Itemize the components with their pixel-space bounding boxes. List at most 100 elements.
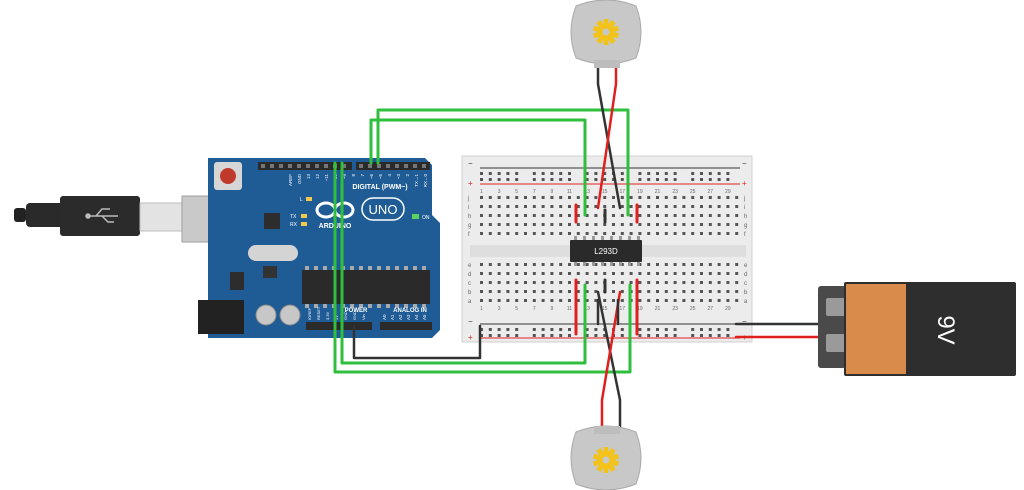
breadboard-hole[interactable] (656, 263, 659, 266)
breadboard-hole[interactable] (620, 223, 624, 226)
breadboard-hole[interactable] (550, 281, 554, 284)
breadboard-hole[interactable] (673, 281, 677, 284)
breadboard-hole[interactable] (612, 214, 615, 217)
breadboard-hole[interactable] (656, 172, 659, 175)
breadboard-hole[interactable] (488, 214, 492, 217)
breadboard-hole[interactable] (550, 299, 554, 302)
breadboard-hole[interactable] (673, 263, 677, 266)
breadboard-hole[interactable] (673, 214, 677, 217)
breadboard-hole[interactable] (656, 328, 659, 331)
breadboard-hole[interactable] (515, 272, 519, 275)
breadboard-hole[interactable] (594, 214, 598, 217)
breadboard-hole[interactable] (664, 272, 668, 275)
breadboard-hole[interactable] (559, 290, 563, 293)
breadboard-hole[interactable] (664, 205, 668, 208)
breadboard-hole[interactable] (682, 205, 686, 208)
breadboard-hole[interactable] (708, 263, 712, 266)
breadboard-hole[interactable] (559, 232, 563, 235)
breadboard-hole[interactable] (568, 290, 571, 293)
breadboard-hole[interactable] (497, 214, 501, 217)
header-hole[interactable] (368, 164, 372, 168)
breadboard-hole[interactable] (524, 232, 527, 235)
breadboard-hole[interactable] (638, 328, 642, 331)
breadboard-hole[interactable] (629, 223, 633, 226)
breadboard-hole[interactable] (691, 223, 695, 226)
breadboard-hole[interactable] (506, 299, 510, 302)
breadboard-hole[interactable] (717, 223, 721, 226)
breadboard-hole[interactable] (717, 232, 721, 235)
breadboard-hole[interactable] (726, 263, 730, 266)
breadboard-hole[interactable] (480, 272, 483, 275)
breadboard-hole[interactable] (506, 214, 510, 217)
breadboard-hole[interactable] (550, 223, 554, 226)
breadboard-hole[interactable] (532, 205, 536, 208)
breadboard-hole[interactable] (656, 178, 659, 181)
breadboard-hole[interactable] (629, 205, 633, 208)
breadboard-hole[interactable] (568, 263, 571, 266)
breadboard-hole[interactable] (708, 205, 712, 208)
breadboard-hole[interactable] (506, 263, 510, 266)
breadboard-hole[interactable] (515, 232, 519, 235)
breadboard-hole[interactable] (594, 178, 598, 181)
breadboard-hole[interactable] (726, 172, 730, 175)
breadboard-hole[interactable] (682, 223, 686, 226)
breadboard-hole[interactable] (620, 290, 624, 293)
breadboard-hole[interactable] (559, 178, 563, 181)
breadboard-hole[interactable] (603, 272, 607, 275)
breadboard-hole[interactable] (612, 290, 615, 293)
breadboard-hole[interactable] (550, 232, 554, 235)
breadboard-hole[interactable] (576, 223, 580, 226)
breadboard-hole[interactable] (515, 299, 519, 302)
breadboard-hole[interactable] (691, 299, 695, 302)
breadboard-hole[interactable] (612, 196, 615, 199)
breadboard-hole[interactable] (594, 272, 598, 275)
breadboard-hole[interactable] (488, 272, 492, 275)
header-hole[interactable] (342, 164, 346, 168)
breadboard-hole[interactable] (726, 178, 730, 181)
breadboard-hole[interactable] (700, 334, 703, 337)
breadboard-hole[interactable] (506, 196, 510, 199)
breadboard-hole[interactable] (585, 290, 589, 293)
breadboard-hole[interactable] (664, 178, 668, 181)
breadboard-hole[interactable] (700, 299, 703, 302)
breadboard-hole[interactable] (480, 214, 483, 217)
breadboard-hole[interactable] (568, 214, 571, 217)
breadboard-hole[interactable] (497, 281, 501, 284)
breadboard-hole[interactable] (585, 223, 589, 226)
breadboard-hole[interactable] (673, 205, 677, 208)
breadboard-hole[interactable] (647, 272, 651, 275)
breadboard-hole[interactable] (647, 232, 651, 235)
breadboard-hole[interactable] (691, 263, 695, 266)
breadboard-hole[interactable] (603, 223, 607, 226)
header-hole[interactable] (306, 164, 310, 168)
breadboard-hole[interactable] (488, 178, 492, 181)
breadboard-hole[interactable] (497, 172, 501, 175)
breadboard-hole[interactable] (576, 205, 580, 208)
breadboard-hole[interactable] (717, 263, 721, 266)
breadboard-hole[interactable] (735, 299, 739, 302)
breadboard-hole[interactable] (541, 205, 545, 208)
breadboard-hole[interactable] (629, 214, 633, 217)
green-wire-pin10-to-in4[interactable] (333, 161, 632, 374)
breadboard-hole[interactable] (735, 272, 739, 275)
breadboard-hole[interactable] (585, 196, 589, 199)
breadboard-hole[interactable] (620, 178, 624, 181)
breadboard-hole[interactable] (550, 178, 554, 181)
breadboard-hole[interactable] (497, 232, 501, 235)
breadboard-hole[interactable] (515, 196, 519, 199)
breadboard-hole[interactable] (647, 263, 651, 266)
breadboard-hole[interactable] (594, 299, 598, 302)
breadboard-hole[interactable] (638, 281, 642, 284)
breadboard-hole[interactable] (638, 272, 642, 275)
breadboard-hole[interactable] (708, 178, 712, 181)
breadboard-hole[interactable] (576, 272, 580, 275)
breadboard-hole[interactable] (717, 328, 721, 331)
breadboard-hole[interactable] (726, 290, 730, 293)
breadboard-hole[interactable] (506, 328, 510, 331)
breadboard-hole[interactable] (568, 272, 571, 275)
breadboard-hole[interactable] (620, 196, 624, 199)
breadboard-hole[interactable] (576, 290, 580, 293)
bottom-motor-red-lead[interactable] (600, 290, 622, 434)
breadboard-hole[interactable] (497, 263, 501, 266)
breadboard-hole[interactable] (717, 205, 721, 208)
